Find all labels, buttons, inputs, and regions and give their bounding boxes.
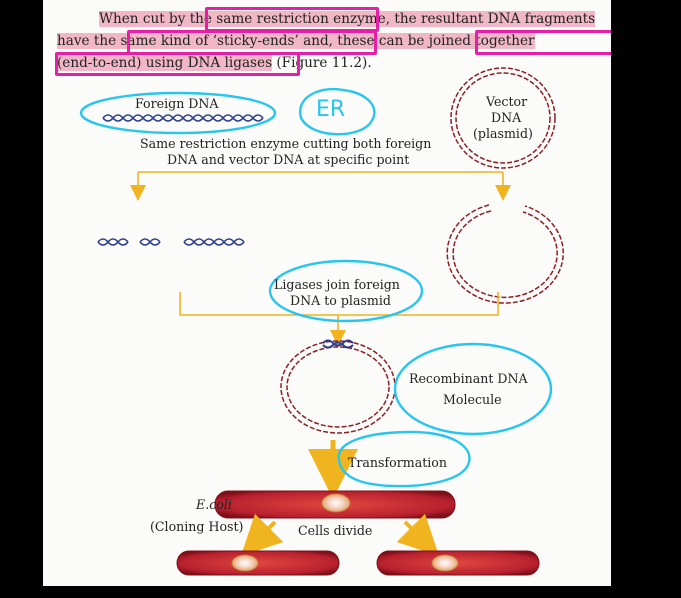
- daughter-cell-left: [176, 550, 340, 576]
- text-segment: When cut by the: [99, 11, 217, 27]
- highlight-sticky-ends: same kind of ‘sticky-ends’ and,: [120, 33, 333, 49]
- ligase-arrows: [179, 292, 499, 346]
- text-segment: the resultant DNA fragments: [390, 11, 596, 27]
- label-ligase-line1: Ligases join foreign: [274, 277, 400, 292]
- text-segment: have the: [57, 33, 121, 49]
- paragraph-line-2: have the same kind of ‘sticky-ends’ and,…: [57, 31, 535, 52]
- pen-box-joined-together: [475, 30, 611, 55]
- highlight-dna-ligases: (end-to-end) using DNA ligases: [57, 55, 273, 71]
- cut-plasmid: [446, 204, 564, 304]
- paragraph-line-1: When cut by the same restriction enzyme,…: [99, 9, 596, 30]
- daughter-cell-right: [376, 550, 540, 576]
- paragraph-line-3: (end-to-end) using DNA ligases (Figure 1…: [57, 53, 372, 74]
- label-vector-dna-line2: DNA: [491, 110, 522, 125]
- foreign-dna-fragments: [97, 238, 245, 246]
- text-segment: these can be: [332, 33, 429, 49]
- cut-arrows: [130, 171, 511, 201]
- label-recombinant-line2: Molecule: [443, 392, 502, 407]
- ecoli-cell: [214, 490, 456, 519]
- label-vector-dna-line1: Vector: [486, 94, 528, 109]
- label-ligase-line2: DNA to plasmid: [290, 293, 391, 308]
- recombinant-plasmid: [280, 339, 396, 434]
- figure-reference: (Figure 11.2).: [272, 55, 372, 71]
- highlight-joined-together: joined together: [428, 33, 535, 49]
- cloning-diagram: [79, 67, 564, 576]
- handwritten-er-note: ER: [316, 97, 346, 122]
- label-enzyme-cut-line1: Same restriction enzyme cutting both for…: [140, 136, 432, 151]
- label-cells-divide: Cells divide: [298, 523, 373, 538]
- highlight-same-restriction-enzyme: same restriction enzyme,: [216, 11, 391, 27]
- label-recombinant-line1: Recombinant DNA: [409, 371, 528, 386]
- textbook-page: When cut by the same restriction enzyme,…: [43, 0, 611, 586]
- label-cloning-host: (Cloning Host): [150, 519, 244, 534]
- vector-plasmid: [450, 67, 556, 169]
- pen-annotations: [79, 87, 553, 488]
- foreign-dna-strand: [102, 114, 264, 122]
- label-vector-dna-line3: (plasmid): [473, 126, 533, 141]
- label-enzyme-cut-line2: DNA and vector DNA at specific point: [167, 152, 410, 167]
- label-foreign-dna: Foreign DNA: [135, 96, 219, 111]
- label-ecoli: E.coli: [196, 497, 232, 512]
- label-transformation: Transformation: [348, 455, 447, 470]
- division-arrows: [240, 513, 440, 557]
- pen-box-dna-ligases: [55, 52, 300, 76]
